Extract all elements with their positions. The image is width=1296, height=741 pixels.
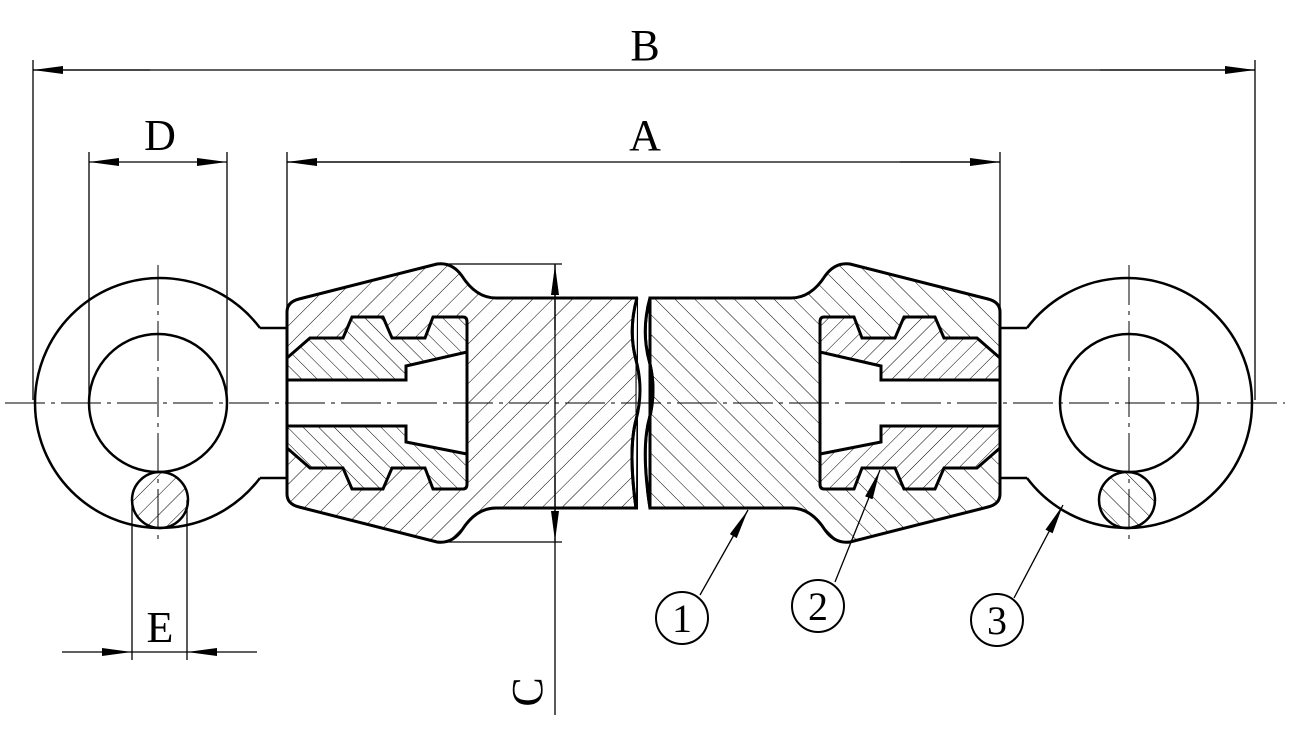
callout-2-number: 2: [808, 584, 828, 629]
label-d: D: [144, 111, 176, 160]
label-c: C: [503, 677, 552, 706]
dimension-d: [88, 152, 228, 400]
callout-1: 1: [655, 509, 749, 645]
dimension-c: [440, 263, 562, 715]
label-e: E: [147, 603, 174, 652]
callout-1-number: 1: [672, 596, 692, 641]
callout-3-number: 3: [987, 598, 1007, 643]
callout-3: 3: [970, 504, 1064, 647]
label-b: B: [630, 21, 659, 70]
dimension-a: [286, 152, 1001, 310]
dimension-b: [32, 60, 1256, 400]
label-a: A: [629, 111, 661, 160]
dimension-e: [62, 500, 257, 660]
callout-2: 2: [791, 469, 881, 633]
